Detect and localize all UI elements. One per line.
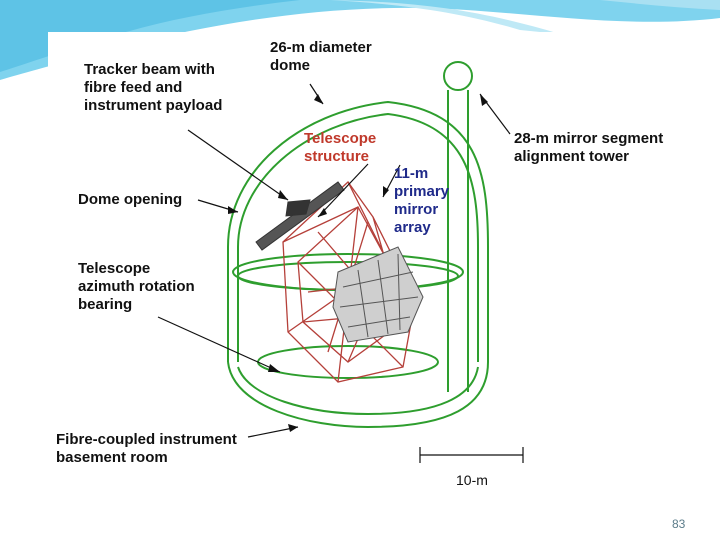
label-alignment-tower: 28-m mirror segment alignment tower <box>514 130 664 165</box>
label-dome-opening: Dome opening <box>78 191 183 208</box>
label-basement: Fibre-coupled instrument basement room <box>56 431 237 466</box>
label-tracker-beam: Tracker beam with fibre feed and instrum… <box>84 61 223 114</box>
telescope-dome-diagram <box>157 61 524 463</box>
scale-bar <box>419 447 524 463</box>
alignment-tower-shape <box>443 61 473 392</box>
label-dome: 26-m diameter dome <box>270 39 372 74</box>
header-wave-decoration <box>0 0 720 80</box>
label-azimuth-bearing: Telescope azimuth rotation bearing <box>78 260 195 313</box>
primary-mirror-array-shape <box>332 246 424 343</box>
slide-number: 83 <box>672 517 686 531</box>
label-scale: 10-m <box>456 472 488 488</box>
label-telescope-structure: Telescope structure <box>304 130 377 165</box>
tracker-beam-shape <box>255 181 345 251</box>
dome-outline <box>227 100 489 429</box>
diagram-panel: Tracker beam with fibre feed and instrum… <box>48 32 676 512</box>
label-primary-mirror: 11-m primary mirror array <box>394 165 450 236</box>
callout-arrowheads <box>228 94 488 432</box>
